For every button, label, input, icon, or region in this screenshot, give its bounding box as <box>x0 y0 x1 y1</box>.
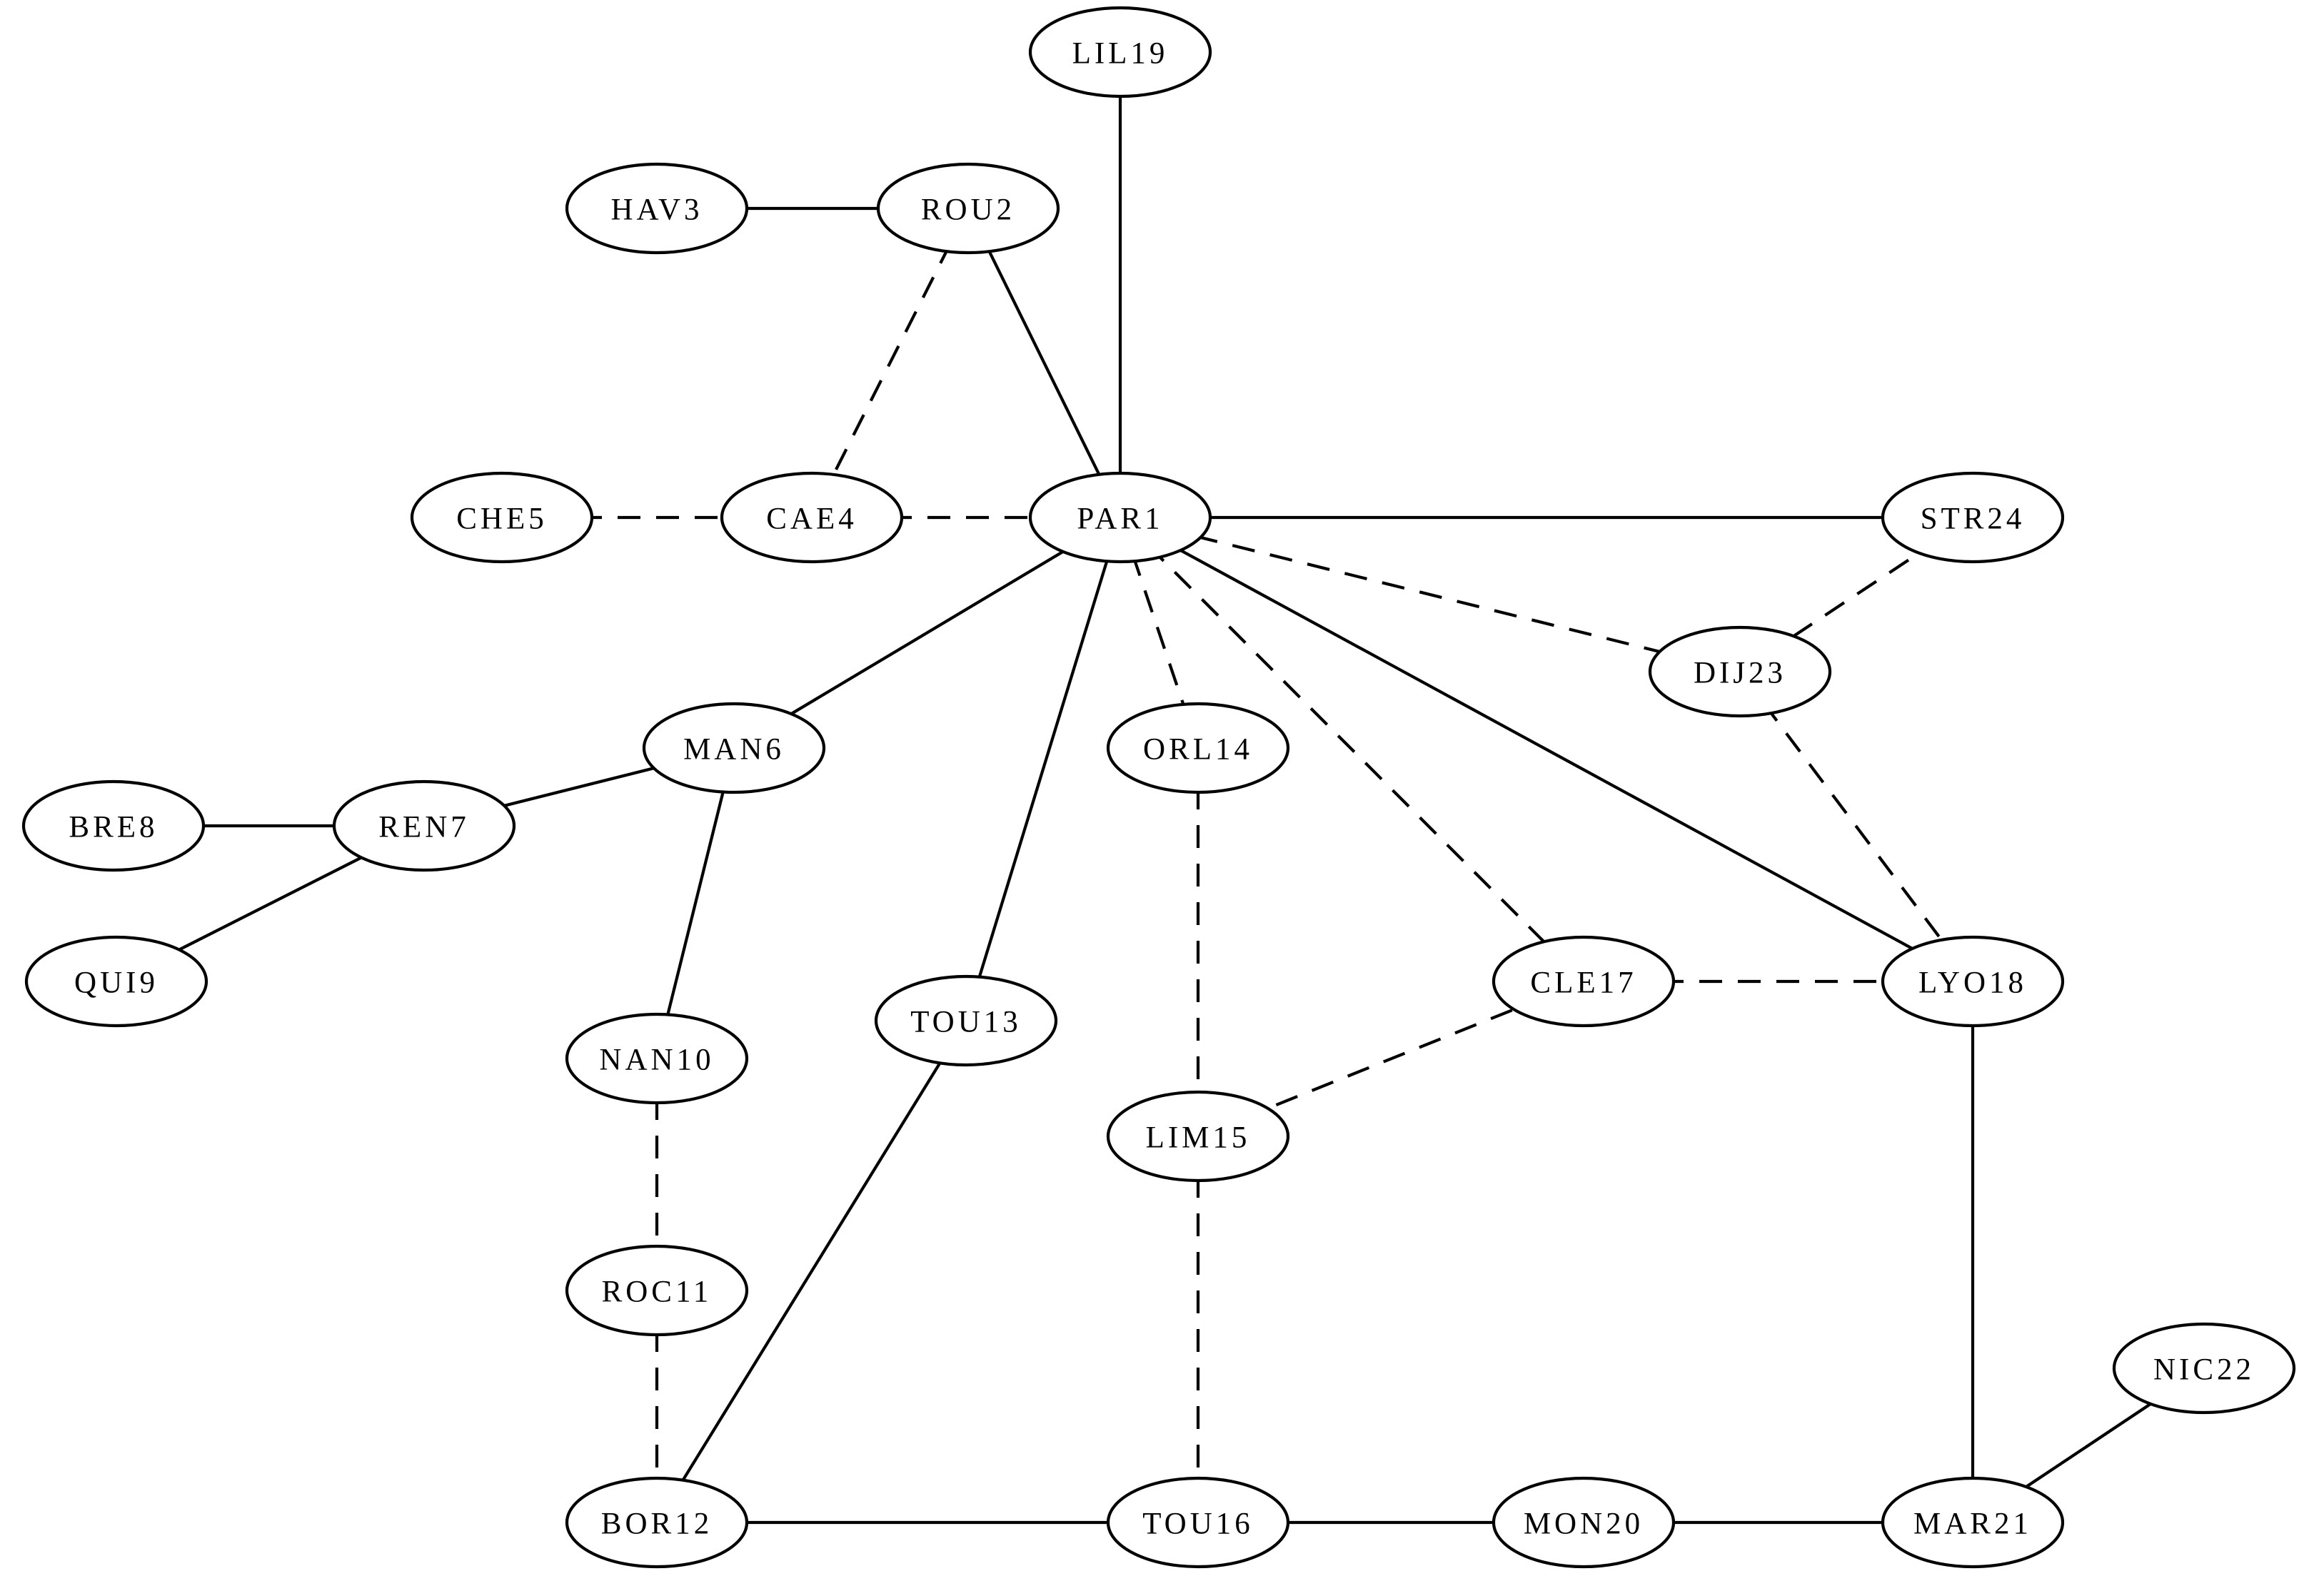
node-label: TOU16 <box>1142 1507 1254 1541</box>
node-mon20: MON20 <box>1492 1476 1676 1569</box>
edge-dij23-lyo18 <box>1739 670 1974 983</box>
node-label: BOR12 <box>601 1507 713 1541</box>
node-orl14: ORL14 <box>1106 702 1290 794</box>
node-label: NAN10 <box>599 1044 714 1077</box>
node-nic22: NIC22 <box>2112 1322 2296 1415</box>
node-shape <box>565 1012 749 1105</box>
node-rou2: ROU2 <box>876 162 1060 255</box>
node-shape <box>565 162 749 255</box>
node-shape <box>1492 935 1676 1028</box>
node-shape <box>1028 6 1212 98</box>
node-label: REN7 <box>378 811 470 844</box>
node-shape <box>1106 1090 1290 1183</box>
edge-par1-man6 <box>733 516 1122 749</box>
node-qui9: QUI9 <box>24 935 208 1028</box>
edge-rou2-cae4 <box>810 208 970 518</box>
node-label: BRE8 <box>69 811 158 844</box>
node-label: QUI9 <box>74 966 159 1000</box>
node-label: PAR1 <box>1077 502 1163 536</box>
node-shape <box>2112 1322 2296 1415</box>
node-par1: PAR1 <box>1028 471 1212 564</box>
node-label: NIC22 <box>2153 1353 2255 1387</box>
node-ren7: REN7 <box>332 779 516 872</box>
node-cae4: CAE4 <box>720 471 904 564</box>
edge-par1-tou13 <box>964 517 1122 1021</box>
node-shape <box>874 974 1058 1067</box>
node-label: LIM15 <box>1146 1121 1251 1155</box>
node-label: MAR21 <box>1913 1507 2032 1541</box>
node-lim15: LIM15 <box>1106 1090 1290 1183</box>
node-label: CLE17 <box>1530 966 1636 1000</box>
node-label: TOU13 <box>910 1006 1022 1039</box>
node-roc11: ROC11 <box>565 1244 749 1337</box>
node-shape <box>1648 625 1832 718</box>
node-label: CAE4 <box>766 502 857 536</box>
node-lyo18: LYO18 <box>1881 935 2065 1028</box>
node-label: DIJ23 <box>1694 657 1786 690</box>
node-label: ROU2 <box>921 193 1015 227</box>
node-mar21: MAR21 <box>1881 1476 2065 1569</box>
node-cle17: CLE17 <box>1492 935 1676 1028</box>
node-label: MON20 <box>1524 1507 1644 1541</box>
edge-par1-dij23 <box>1120 515 1741 674</box>
node-tou13: TOU13 <box>874 974 1058 1067</box>
node-shape <box>1881 935 2065 1028</box>
node-che5: CHE5 <box>410 471 594 564</box>
node-bre8: BRE8 <box>21 779 206 872</box>
edge-par1-lyo18 <box>1119 516 1974 983</box>
node-lil19: LIL19 <box>1028 6 1212 98</box>
node-shape <box>21 779 206 872</box>
node-shape <box>24 935 208 1028</box>
node-man6: MAN6 <box>642 702 826 794</box>
node-shape <box>410 471 594 564</box>
node-shape <box>1028 471 1212 564</box>
node-shape <box>876 162 1060 255</box>
edge-tou13-bor12 <box>655 1019 967 1524</box>
node-shape <box>1106 1476 1290 1569</box>
node-shape <box>332 779 516 872</box>
node-nan10: NAN10 <box>565 1012 749 1105</box>
node-dij23: DIJ23 <box>1648 625 1832 718</box>
node-bor12: BOR12 <box>565 1476 749 1569</box>
node-shape <box>1492 1476 1676 1569</box>
node-label: CHE5 <box>456 502 548 536</box>
node-hav3: HAV3 <box>565 162 749 255</box>
node-label: STR24 <box>1921 502 2026 536</box>
node-shape <box>1881 1476 2065 1569</box>
node-label: ORL14 <box>1143 733 1253 767</box>
node-label: LYO18 <box>1918 966 2027 1000</box>
node-label: MAN6 <box>683 733 785 767</box>
node-shape <box>642 702 826 794</box>
node-shape <box>1881 471 2065 564</box>
node-label: ROC11 <box>602 1276 713 1309</box>
edge-man6-nan10 <box>655 747 736 1059</box>
node-label: HAV3 <box>610 193 703 227</box>
node-shape <box>565 1476 749 1569</box>
node-shape <box>1106 702 1290 794</box>
edge-cle17-lim15 <box>1197 980 1584 1138</box>
node-label: LIL19 <box>1072 37 1169 71</box>
node-shape <box>720 471 904 564</box>
node-shape <box>565 1244 749 1337</box>
edge-rou2-par1 <box>967 208 1122 518</box>
node-str24: STR24 <box>1881 471 2065 564</box>
edge-par1-cle17 <box>1119 516 1585 983</box>
node-tou16: TOU16 <box>1106 1476 1290 1569</box>
